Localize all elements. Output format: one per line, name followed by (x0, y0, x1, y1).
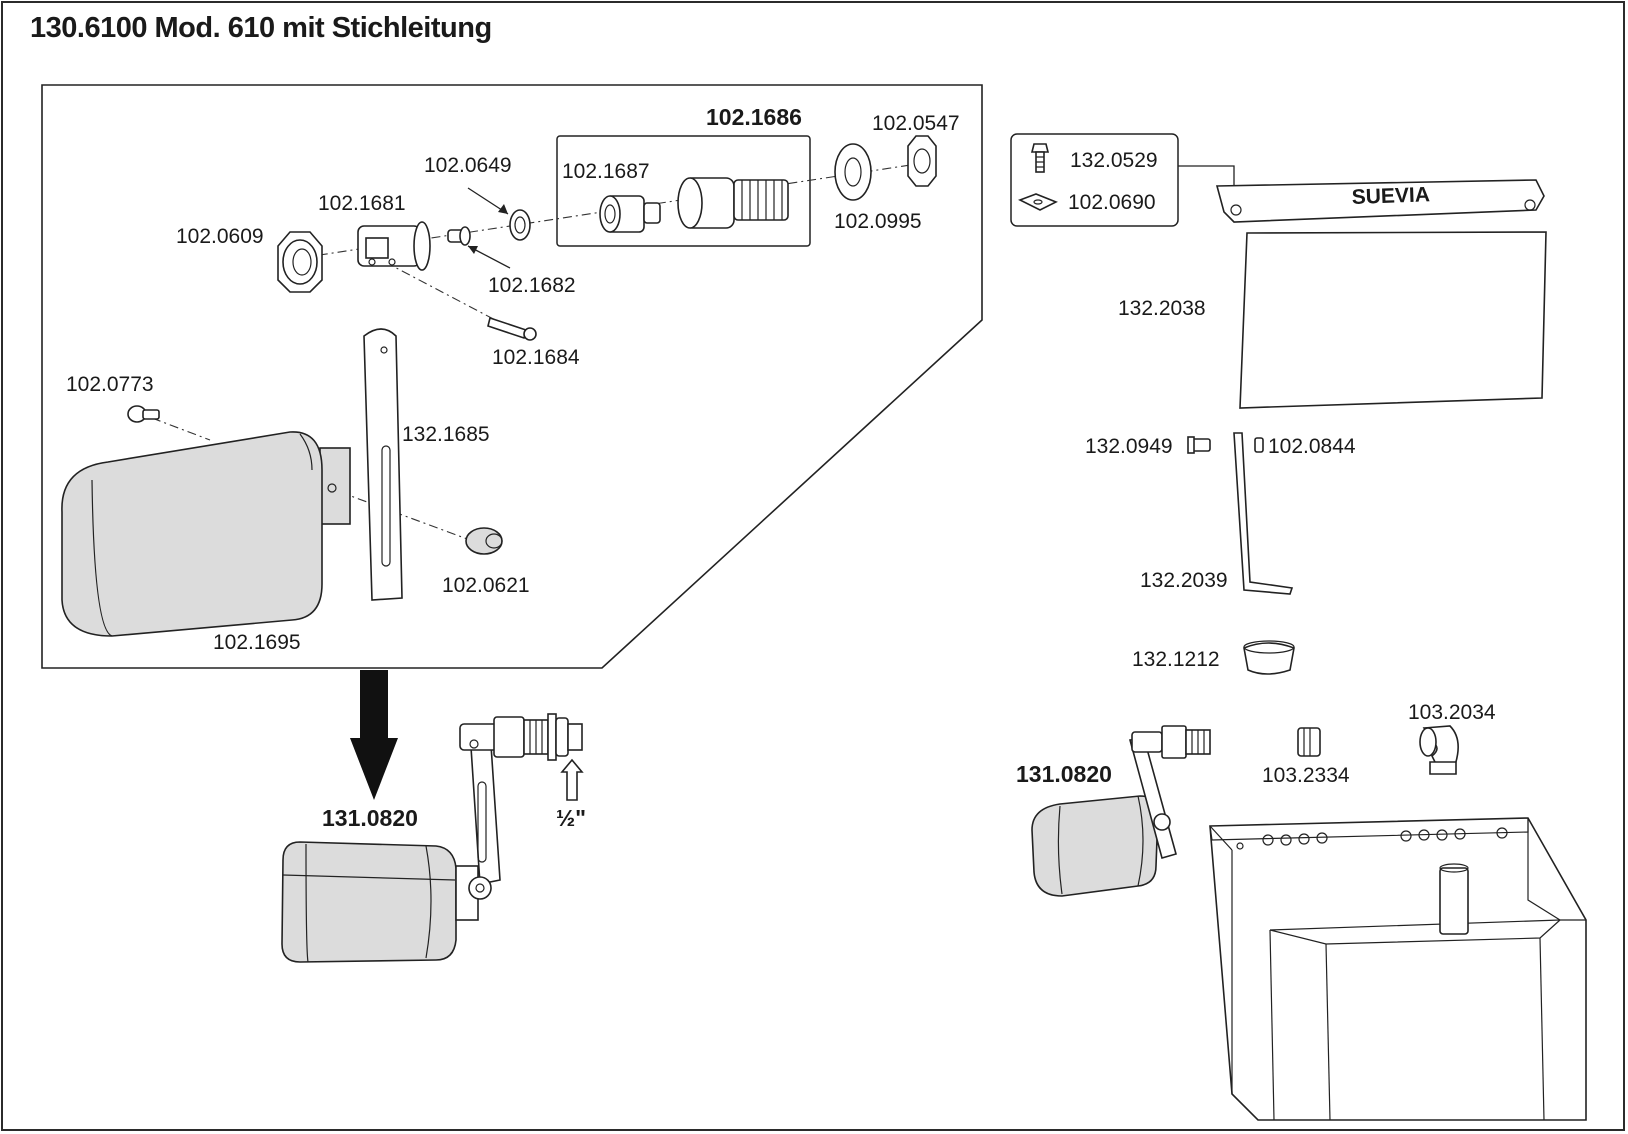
fastener-box (1010, 133, 1179, 227)
label-102-1682: 102.1682 (488, 274, 576, 297)
label-131-0820-right: 131.0820 (1016, 761, 1112, 787)
drinking-trough (1209, 817, 1587, 1121)
nipple-103-2334 (1297, 727, 1321, 757)
up-arrow-icon (560, 758, 584, 801)
label-half-inch: ½" (556, 805, 586, 831)
label-102-1686: 102.1686 (706, 104, 802, 130)
label-132-0949: 132.0949 (1085, 435, 1173, 458)
split-pin-102-1684 (487, 316, 537, 341)
page-title: 130.6100 Mod. 610 mit Stichleitung (30, 12, 492, 44)
screw-132-0529 (1030, 143, 1050, 173)
knurled-nut-102-0621 (465, 527, 503, 555)
nut-102-0547 (907, 135, 937, 187)
lid-132-2038 (1215, 179, 1547, 409)
nozzle-102-1687 (599, 195, 661, 233)
label-132-0529: 132.0529 (1070, 149, 1158, 172)
label-102-0649: 102.0649 (424, 154, 512, 177)
label-131-0820-left: 131.0820 (322, 805, 418, 831)
assembled-valve-131-0820-left (281, 713, 583, 963)
label-103-2034: 103.2034 (1408, 701, 1496, 724)
label-102-1681: 102.1681 (318, 192, 406, 215)
label-132-2039: 132.2039 (1140, 569, 1228, 592)
nut-102-0609 (277, 231, 323, 293)
bracket-132-2039 (1233, 432, 1294, 595)
lever-arm-132-1685 (363, 328, 403, 601)
rubber-plug-132-1212 (1243, 640, 1295, 675)
screw-axis-line (151, 417, 211, 441)
plate-102-0690 (1018, 193, 1058, 211)
valve-housing-102-1681 (357, 221, 431, 271)
label-102-0690: 102.0690 (1068, 191, 1156, 214)
label-102-0621: 102.0621 (442, 574, 530, 597)
bolt-132-0949 (1187, 436, 1211, 454)
label-102-1687: 102.1687 (562, 160, 650, 183)
label-102-0844: 102.0844 (1268, 435, 1356, 458)
washer-102-0995 (834, 143, 872, 201)
down-arrow-icon (350, 670, 398, 800)
elbow-103-2034 (1419, 725, 1459, 775)
label-102-1695: 102.1695 (213, 631, 301, 654)
detail-callout-box (41, 84, 983, 669)
label-102-0773: 102.0773 (66, 373, 154, 396)
assembled-valve-131-0820-right (1031, 725, 1211, 897)
subassembly-box-102-1686 (556, 135, 811, 247)
label-132-1685: 132.1685 (402, 423, 490, 446)
brand-logo-text: SUEVIA (1351, 183, 1430, 209)
label-102-0609: 102.0609 (176, 225, 264, 248)
valve-pin-102-1682 (447, 226, 471, 246)
nut-102-0844 (1254, 437, 1264, 453)
screw-102-0773 (127, 405, 160, 423)
label-132-2038: 132.2038 (1118, 297, 1206, 320)
lever-axis-line (339, 491, 471, 541)
float-102-1695 (61, 431, 351, 637)
threaded-body-102-1686 (677, 177, 789, 229)
label-102-0995: 102.0995 (834, 210, 922, 233)
washer-102-0649 (509, 209, 531, 241)
label-102-1684: 102.1684 (492, 346, 580, 369)
label-132-1212: 132.1212 (1132, 648, 1220, 671)
label-103-2334: 103.2334 (1262, 764, 1350, 787)
label-102-0547: 102.0547 (872, 112, 960, 135)
